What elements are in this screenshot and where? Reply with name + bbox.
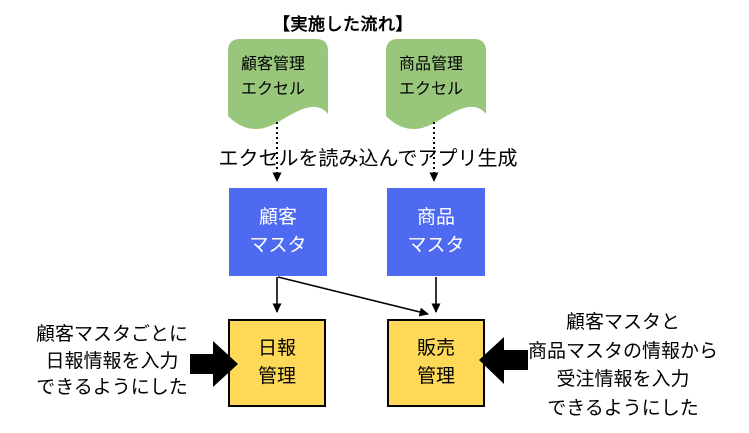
excel-doc-customer-label: 顧客管理 エクセル bbox=[241, 56, 306, 98]
note-left: 顧客マスタごとに 日報情報を入力 できるようにした bbox=[35, 324, 188, 398]
document-shape-icon bbox=[386, 39, 486, 129]
excel-doc-product-label: 商品管理 エクセル bbox=[399, 56, 464, 98]
product-master-box: 商品 マスタ bbox=[387, 188, 485, 276]
customer-master-label: 顧客 マスタ bbox=[249, 207, 307, 256]
arrow-customer-to-sales-icon bbox=[277, 276, 429, 317]
block-arrow-right-icon bbox=[479, 337, 528, 384]
excel-doc-product: 商品管理 エクセル bbox=[386, 39, 486, 130]
note-right: 顧客マスタと 商品マスタの情報から 受注情報を入力 できるようにした bbox=[527, 312, 718, 419]
daily-report-app-label: 日報 管理 bbox=[257, 338, 296, 387]
document-shape-icon bbox=[228, 39, 328, 129]
generation-caption: エクセルを読み込んでアプリ生成 bbox=[218, 148, 518, 170]
sales-app-box: 販売 管理 bbox=[387, 319, 485, 407]
diagram-title: 【実施した流れ】 bbox=[273, 15, 413, 34]
sales-app-label: 販売 管理 bbox=[416, 338, 455, 387]
excel-doc-customer: 顧客管理 エクセル bbox=[228, 39, 328, 130]
customer-master-box: 顧客 マスタ bbox=[229, 188, 327, 276]
daily-report-app-box: 日報 管理 bbox=[228, 319, 326, 407]
product-master-label: 商品 マスタ bbox=[407, 207, 465, 256]
